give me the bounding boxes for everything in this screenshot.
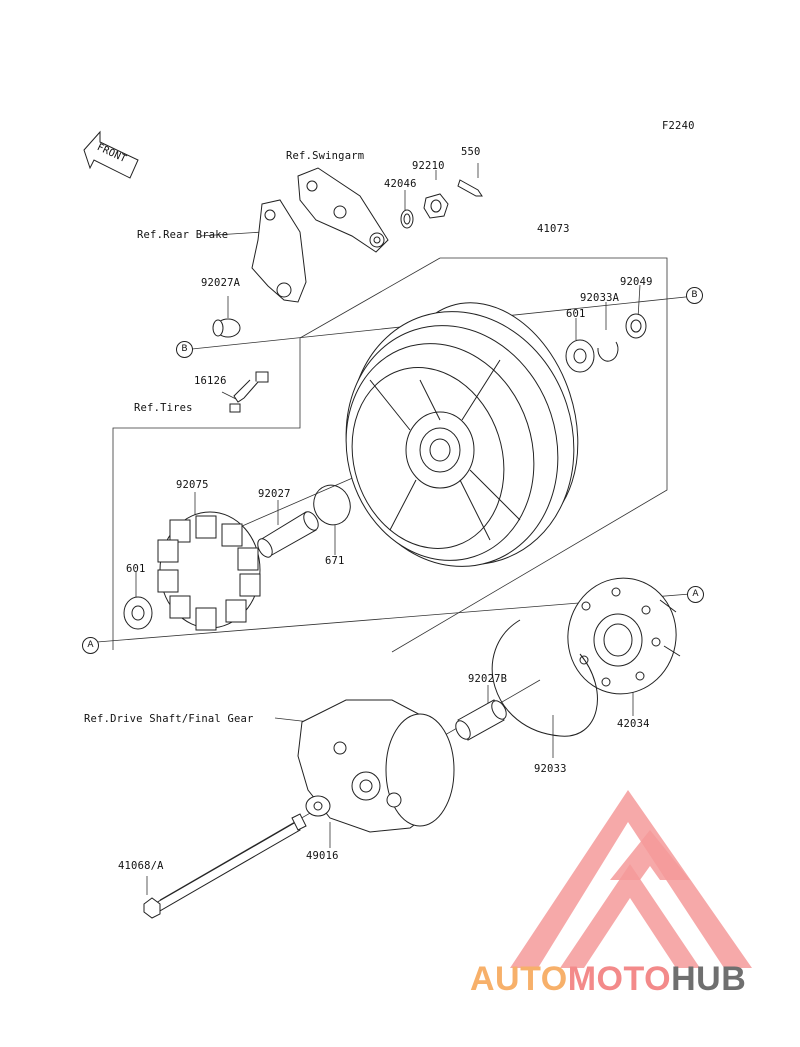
part-41073: 41073 [537, 223, 570, 235]
part-601-right: 601 [566, 308, 586, 320]
watermark-part-hub: HUB [671, 960, 747, 998]
swingarm-bracket [297, 167, 389, 253]
watermark-part-moto: MOTO [567, 960, 672, 998]
ref-drive-shaft: Ref.Drive Shaft/Final Gear [84, 713, 254, 725]
part-601-left: 601 [126, 563, 146, 575]
nut-92210 [423, 193, 449, 219]
pin-550 [457, 179, 483, 197]
watermark-text: AUTOMOTOHUB [470, 960, 746, 999]
circlip-92033A [597, 341, 619, 362]
part-550: 550 [461, 146, 481, 158]
collar-92027B [455, 699, 507, 741]
ref-rear-brake: Ref.Rear Brake [137, 229, 229, 241]
seal-92049 [625, 313, 647, 339]
ref-tires: Ref.Tires [134, 402, 193, 414]
part-92049: 92049 [620, 276, 653, 288]
damper-92075 [157, 511, 261, 631]
part-42034: 42034 [617, 718, 650, 730]
axle-41068A [143, 813, 307, 919]
part-92027: 92027 [258, 488, 291, 500]
watermark-logo-icon [510, 790, 752, 968]
collar-92027 [257, 511, 319, 558]
part-92027B: 92027B [468, 673, 508, 685]
marker-a-left: A [82, 637, 99, 654]
washer-49016 [305, 795, 331, 817]
final-gear-case [297, 699, 455, 833]
part-49016: 49016 [306, 850, 339, 862]
part-92033A: 92033A [580, 292, 620, 304]
ref-swingarm: Ref.Swingarm [286, 150, 365, 162]
valve-16126 [229, 371, 269, 413]
part-671: 671 [325, 555, 345, 567]
bolt-42046 [400, 209, 414, 229]
marker-b-left: B [176, 341, 193, 358]
collar-92027A [212, 318, 241, 338]
rear-brake-bracket [251, 199, 307, 303]
bearing-601-right [565, 339, 595, 373]
coupling-42034 [567, 577, 681, 695]
part-92210: 92210 [412, 160, 445, 172]
o-ring-671 [313, 484, 351, 526]
part-42046: 42046 [384, 178, 417, 190]
bearing-601-left [123, 596, 153, 630]
part-92027A: 92027A [201, 277, 241, 289]
circlip-92033 [491, 619, 598, 737]
part-92075: 92075 [176, 479, 209, 491]
marker-b-right: B [686, 287, 703, 304]
rear-wheel-41073 [345, 302, 579, 567]
marker-a-right: A [687, 586, 704, 603]
part-41068A: 41068/A [118, 860, 164, 872]
figure-code: F2240 [662, 120, 695, 132]
part-16126: 16126 [194, 375, 227, 387]
front-arrow-icon [83, 130, 139, 179]
watermark-part-auto: AUTO [470, 960, 568, 998]
part-92033: 92033 [534, 763, 567, 775]
